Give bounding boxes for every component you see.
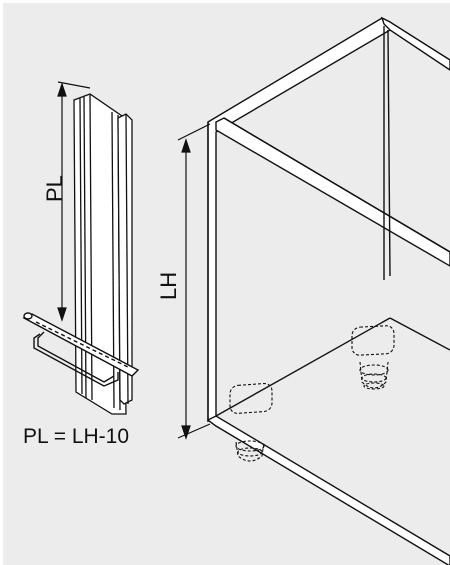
cabinet-body [206, 16, 450, 565]
pl-label: PL [42, 175, 67, 202]
foot-dashed-left [229, 382, 273, 462]
leveling-rod [22, 312, 140, 387]
leg-profile [73, 93, 133, 415]
pl-dimension [57, 81, 91, 322]
formula-label: PL = LH-10 [23, 425, 130, 448]
lh-dimension [177, 123, 211, 440]
lh-label: LH [156, 271, 181, 300]
foot-dashed-right [351, 325, 395, 390]
